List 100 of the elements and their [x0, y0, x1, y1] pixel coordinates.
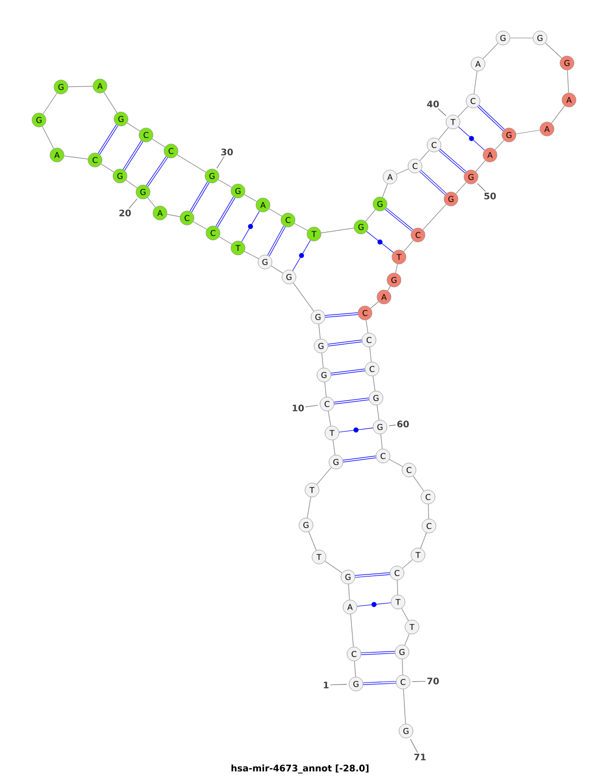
position-number: 60: [397, 420, 409, 428]
backbone-line: [64, 156, 88, 160]
base-pair-line: [338, 428, 374, 432]
backbone-line: [456, 182, 466, 194]
backbone-line: [332, 440, 336, 456]
backbone-line: [395, 264, 398, 274]
backbone-line: [545, 42, 562, 58]
backbone-line: [68, 86, 94, 88]
position-number: 1: [324, 682, 329, 688]
backbone-line: [218, 179, 232, 188]
backbone-line: [324, 382, 327, 398]
base-pair-line: [363, 681, 396, 685]
leader-line: [410, 738, 418, 753]
backbone-line: [494, 140, 504, 150]
backbone-line: [270, 266, 284, 274]
base-pair-line: [355, 572, 390, 578]
leader-line: [438, 108, 446, 116]
backbone-line: [192, 221, 208, 230]
title: hsa-mir-4673_annot [-28.0]: [232, 764, 368, 774]
backbone-line: [376, 404, 380, 420]
base-pair-line: [458, 126, 485, 151]
base-pair-line: [366, 231, 394, 253]
base-pair-line: [328, 340, 362, 346]
backbone-line: [402, 559, 413, 569]
backbone-line: [422, 204, 446, 230]
backbone-line: [420, 150, 430, 161]
backbone-line: [420, 532, 427, 549]
backbone-line: [316, 467, 332, 485]
backbone-line: [244, 251, 259, 259]
backbone-line: [176, 154, 206, 173]
backbone-line: [403, 688, 406, 724]
position-number: 40: [427, 100, 439, 108]
backbone-line: [482, 42, 498, 60]
backbone-line: [100, 164, 114, 172]
backbone-line: [412, 476, 424, 492]
backbone-line: [324, 560, 342, 574]
backbone-line: [152, 138, 166, 148]
base-pair-line: [356, 602, 392, 607]
base-pair-line: [384, 208, 414, 232]
base-pair-line: [122, 140, 144, 171]
base-pair-line: [419, 170, 447, 196]
backbone-line: [294, 223, 308, 231]
backbone-line: [396, 580, 398, 596]
backbone-line: [369, 346, 372, 362]
base-pair-line: [361, 651, 395, 655]
backbone-line: [104, 92, 118, 114]
position-number: 10: [292, 404, 304, 412]
base-pair-line: [267, 226, 286, 256]
backbone-line: [428, 504, 430, 520]
backbone-line: [126, 180, 138, 188]
backbone-line: [402, 658, 404, 676]
base-pair-line: [190, 182, 210, 212]
backbone-line: [244, 194, 258, 202]
leader-line: [477, 183, 486, 192]
base-pair-line: [146, 156, 168, 187]
backbone-line: [401, 608, 409, 622]
position-number: 70: [427, 678, 439, 684]
backbone-line: [328, 410, 332, 426]
base-pair-line: [98, 124, 118, 155]
base-pair-line: [330, 368, 366, 376]
backbone-line: [370, 301, 379, 309]
backbone-line: [458, 106, 468, 118]
backbone-line: [365, 209, 376, 222]
backbone-line: [42, 126, 54, 149]
leader-line: [216, 156, 224, 168]
base-pair-line: [325, 312, 358, 318]
backbone-line: [308, 531, 317, 551]
base-pair-line: [438, 148, 466, 174]
backbone-line: [318, 324, 321, 340]
base-pair-line: [342, 456, 376, 462]
backbone-line: [354, 660, 356, 678]
backbone-line: [551, 105, 565, 124]
backbone-line: [292, 282, 314, 312]
position-number: 71: [414, 754, 426, 760]
backbone-line: [516, 130, 540, 134]
backbone-line: [42, 92, 58, 114]
position-number: 20: [119, 210, 131, 216]
backbone-line: [126, 122, 140, 132]
backbone-line: [372, 376, 376, 392]
backbone-line: [306, 496, 312, 518]
position-number: 30: [221, 148, 233, 156]
backbone-line: [348, 584, 350, 600]
backbone-line: [438, 127, 449, 140]
leader-line: [330, 684, 348, 686]
backbone-line: [475, 160, 486, 172]
backbone-line: [474, 70, 478, 94]
backbone-line: [382, 183, 388, 198]
leader-line: [305, 404, 318, 408]
base-pair-line: [216, 196, 236, 228]
backbone-line: [268, 208, 282, 217]
backbone-line: [380, 434, 383, 450]
base-pair-line: [334, 398, 369, 404]
backbone-line: [389, 459, 403, 467]
backbone-line: [403, 240, 414, 252]
backbone-line: [166, 214, 180, 217]
leader-line: [128, 198, 138, 209]
backbone-line: [321, 352, 324, 368]
backbone-line: [567, 70, 569, 94]
position-number: 50: [484, 192, 496, 200]
backbone-line: [320, 228, 354, 234]
